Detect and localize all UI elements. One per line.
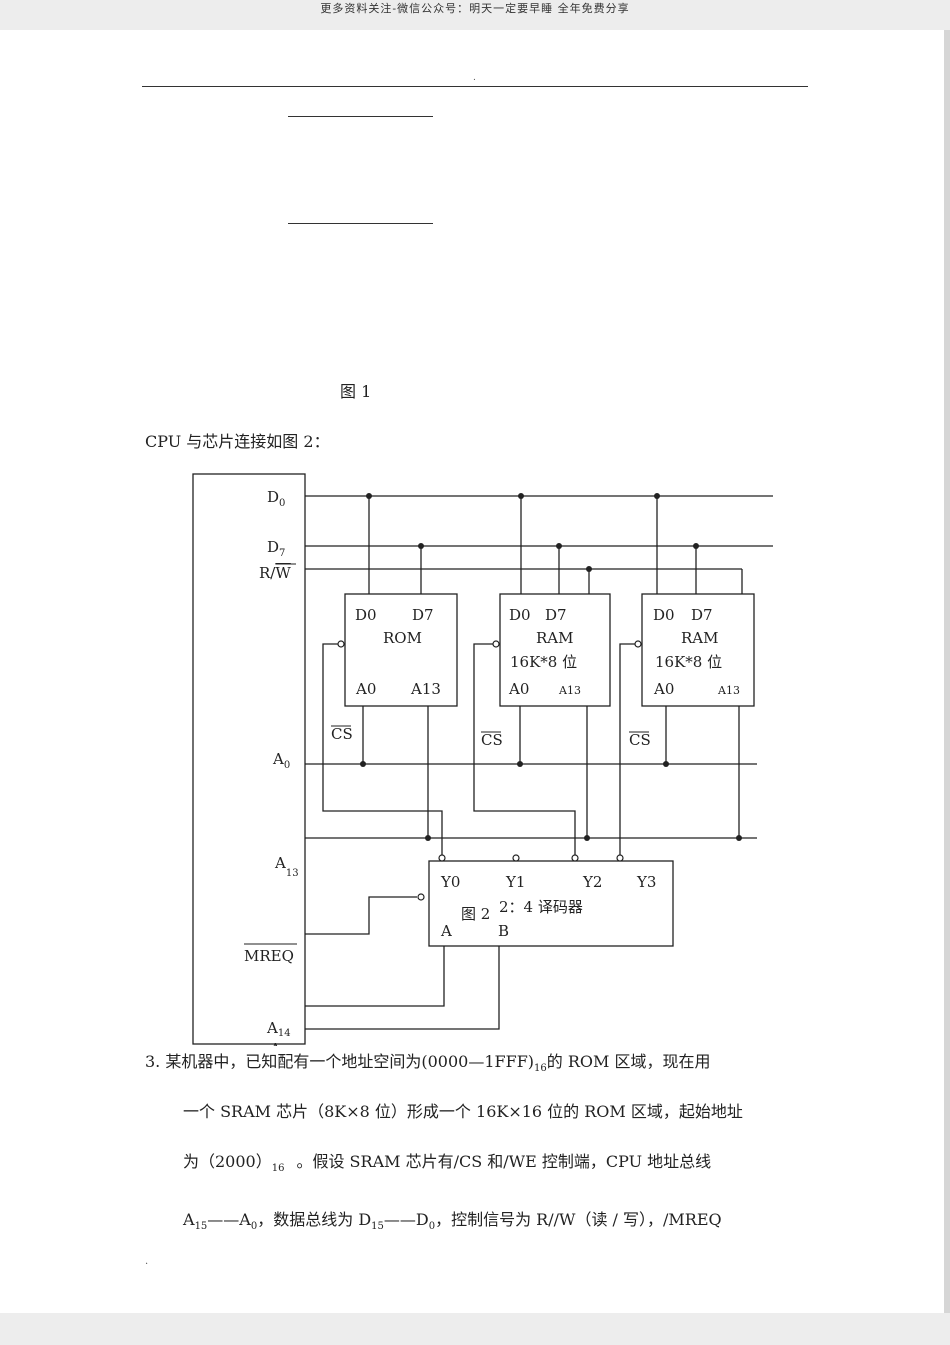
ram2-a13-label: A13 [717, 684, 740, 697]
footer-dot: . [145, 1256, 149, 1267]
chip-rom [344, 593, 458, 707]
rom-name: ROM [383, 629, 422, 647]
pin-a13: A13 [274, 854, 299, 879]
ram1-name: RAM [536, 629, 574, 647]
pin-a15: A15 [269, 1040, 294, 1046]
rom-a13-label: A13 [410, 680, 441, 698]
decoder-name: 2：4 译码器 [499, 898, 583, 916]
pin-rw: R/W [259, 564, 291, 582]
decoder-input-b: B [498, 922, 509, 940]
decoder-y1: Y1 [505, 873, 525, 891]
intro-text: CPU 与芯片连接如图 2： [145, 432, 330, 451]
question3-line1: 3. 某机器中，已知配有一个地址空间为(0000—1FFF)16的 ROM 区域… [145, 1052, 711, 1075]
ram1-a0-label: A0 [508, 680, 529, 698]
circuit-diagram: D0 D7 R/W A0 A13 MREQ A14 A15 D0 D7 ROM … [155, 464, 797, 1046]
header-dot: . [473, 73, 476, 83]
header-notice: 更多资料关注-微信公众号：明天一定要早睡 全年免费分享 [320, 2, 630, 15]
rom-a0-label: A0 [355, 680, 376, 698]
page-edge [944, 30, 950, 1313]
rom-d7-label: D7 [412, 606, 434, 624]
ram2-d7-label: D7 [691, 606, 713, 624]
ram1-cs-label: CS [481, 731, 503, 749]
figure2-caption: 图 2 [461, 905, 490, 923]
ram1-d0-label: D0 [509, 606, 531, 624]
figure1-line-bottom [288, 223, 433, 224]
ram2-name: RAM [681, 629, 719, 647]
pin-a14: A14 [266, 1019, 291, 1039]
chip-ram-1 [499, 593, 611, 707]
ram1-size: 16K*8 位 [510, 653, 577, 671]
ram2-a0-label: A0 [653, 680, 674, 698]
ram1-a13-label: A13 [558, 684, 581, 697]
chip-ram-2 [641, 593, 755, 707]
decoder-y3: Y3 [636, 873, 656, 891]
header-rule [142, 86, 808, 87]
pin-d0: D0 [267, 488, 285, 509]
rom-cs-label: CS [331, 725, 353, 743]
ram1-d7-label: D7 [545, 606, 567, 624]
question3-line3: 为（2000）16。假设 SRAM 芯片有/CS 和/WE 控制端，CPU 地址… [183, 1152, 712, 1175]
question3-line4: A15——A0，数据总线为 D15——D0，控制信号为 R//W（读 / 写），… [183, 1210, 722, 1233]
figure1-caption: 图 1 [340, 382, 372, 401]
pin-d7: D7 [267, 538, 285, 559]
decoder-y2: Y2 [582, 873, 602, 891]
decoder-y0: Y0 [440, 873, 460, 891]
pin-mreq: MREQ [244, 947, 294, 965]
ram2-size: 16K*8 位 [655, 653, 722, 671]
document-page: . 图 1 CPU 与芯片连接如图 2： [0, 30, 944, 1313]
ram2-cs-label: CS [629, 731, 651, 749]
cpu-block [192, 473, 306, 1045]
pin-a0: A0 [272, 750, 290, 771]
decoder-block [428, 860, 674, 947]
decoder-input-a: A [440, 922, 452, 940]
figure1-line-top [288, 116, 433, 117]
question3-line2: 一个 SRAM 芯片（8K×8 位）形成一个 16K×16 位的 ROM 区域，… [183, 1102, 743, 1121]
rom-d0-label: D0 [355, 606, 377, 624]
ram2-d0-label: D0 [653, 606, 675, 624]
